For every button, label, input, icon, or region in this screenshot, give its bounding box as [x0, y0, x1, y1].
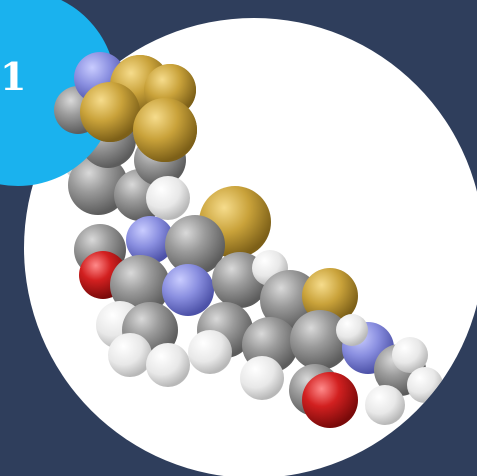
- badge-circle: [0, 0, 116, 186]
- badge-number: 1: [0, 54, 27, 99]
